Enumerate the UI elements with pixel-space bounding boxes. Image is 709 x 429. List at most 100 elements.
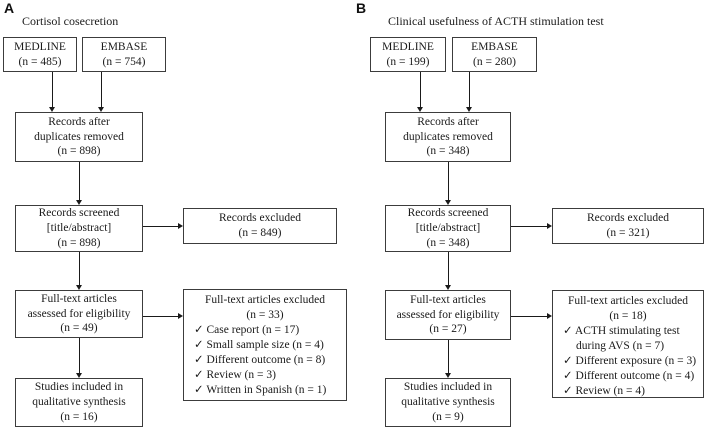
exclusion-reason: ✓ ACTH stimulating test during AVS (n = … (563, 324, 680, 352)
check-icon: ✓ (194, 338, 204, 351)
arrow-down-icon (76, 200, 82, 205)
source-count: (n = 485) (18, 55, 62, 68)
arrow-down-icon (445, 285, 451, 290)
arrow-right-icon (178, 223, 183, 229)
check-icon: ✓ (194, 353, 204, 366)
box-count: (n = 49) (60, 322, 98, 335)
arrow-down-icon (466, 107, 472, 112)
check-icon: ✓ (194, 323, 204, 336)
panel-a-included-box: Studies included in qualitative synthesi… (15, 378, 143, 427)
panel-a-screened-box: Records screened [title/abstract] (n = 8… (15, 205, 143, 252)
arrow-line (420, 72, 421, 107)
box-line: Studies included in (34, 381, 124, 394)
panel-a-fulltext-assessed-box: Full-text articles assessed for eligibil… (15, 290, 143, 338)
box-count: (n = 9) (432, 410, 464, 423)
arrow-line (469, 72, 470, 107)
box-count: (n = 849) (238, 227, 282, 239)
panel-b-fulltext-excluded-box: Full-text articles excluded (n = 18) ✓ A… (552, 290, 704, 398)
arrow-line (143, 226, 178, 227)
box-count: (n = 348) (426, 236, 470, 249)
box-line: Records excluded (586, 212, 670, 225)
box-line: Full-text articles excluded (204, 294, 326, 306)
arrow-line (448, 162, 449, 200)
panel-b-medline-box: MEDLINE (n = 199) (370, 37, 446, 72)
panel-b-screened-box: Records screened [title/abstract] (n = 3… (385, 205, 511, 252)
box-line: Full-text articles (410, 293, 486, 306)
panel-b-fulltext-assessed-box: Full-text articles assessed for eligibil… (385, 290, 511, 340)
check-icon: ✓ (563, 324, 573, 337)
arrow-line (448, 340, 449, 373)
arrow-down-icon (76, 373, 82, 378)
exclusion-reason: ✓ Different outcome (n = 4) (563, 369, 695, 382)
source-name: MEDLINE (382, 40, 434, 53)
check-icon: ✓ (194, 383, 204, 396)
panel-a-duplicates-removed-box: Records after duplicates removed (n = 89… (15, 112, 143, 162)
check-icon: ✓ (563, 384, 573, 397)
arrow-line (79, 252, 80, 285)
panel-a-fulltext-excluded-box: Full-text articles excluded (n = 33) ✓ C… (183, 289, 347, 401)
arrow-right-icon (547, 313, 552, 319)
box-count: (n = 27) (429, 323, 467, 336)
arrow-line (79, 162, 80, 200)
arrow-line (511, 226, 547, 227)
box-count: (n = 898) (57, 145, 101, 158)
arrow-down-icon (445, 373, 451, 378)
box-count: (n = 33) (246, 308, 284, 321)
arrow-right-icon (547, 223, 552, 229)
source-name: EMBASE (471, 40, 518, 53)
box-line: Records screened (38, 207, 120, 220)
box-line: duplicates removed (403, 130, 493, 143)
box-count: (n = 348) (426, 145, 470, 158)
arrow-right-icon (178, 313, 183, 319)
panel-a-label: A (4, 0, 15, 16)
check-icon: ✓ (563, 369, 573, 382)
box-line: qualitative synthesis (401, 396, 495, 409)
panel-a-title: Cortisol cosecretion (22, 14, 119, 28)
panel-b-records-excluded-box: Records excluded (n = 321) (552, 208, 704, 244)
exclusion-reason: ✓ Different exposure (n = 3) (563, 354, 697, 367)
source-name: EMBASE (100, 40, 148, 53)
check-icon: ✓ (563, 354, 573, 367)
box-count: (n = 16) (60, 410, 98, 423)
box-line: assessed for eligibility (27, 307, 131, 320)
arrow-down-icon (76, 285, 82, 290)
source-count: (n = 199) (386, 55, 430, 68)
box-count: (n = 898) (57, 236, 101, 249)
exclusion-reason: ✓ Review (n = 3) (194, 368, 276, 381)
panel-b-embase-box: EMBASE (n = 280) (452, 37, 537, 72)
panel-a-medline-box: MEDLINE (n = 485) (3, 37, 77, 72)
box-line: qualitative synthesis (32, 396, 126, 409)
arrow-line (511, 316, 547, 317)
arrow-down-icon (98, 107, 104, 112)
source-name: MEDLINE (14, 40, 66, 53)
box-line: Full-text articles (41, 292, 117, 305)
panel-b-duplicates-removed-box: Records after duplicates removed (n = 34… (385, 112, 511, 162)
box-count: (n = 321) (606, 227, 650, 239)
source-count: (n = 754) (102, 55, 146, 68)
panel-b-label: B (356, 0, 367, 16)
box-line: [title/abstract] (46, 222, 112, 235)
arrow-down-icon (445, 200, 451, 205)
exclusion-reason: ✓ Review (n = 4) (563, 384, 645, 397)
arrow-line (52, 72, 53, 107)
panel-a-embase-box: EMBASE (n = 754) (82, 37, 166, 72)
exclusion-reason: ✓ Different outcome (n = 8) (194, 353, 326, 366)
box-line: Records after (417, 115, 479, 128)
box-line: Records excluded (218, 212, 302, 225)
panel-a-records-excluded-box: Records excluded (n = 849) (183, 208, 337, 244)
exclusion-reason: ✓ Written in Spanish (n = 1) (194, 383, 327, 396)
box-line: Records screened (407, 207, 489, 220)
check-icon: ✓ (194, 368, 204, 381)
box-line: [title/abstract] (415, 222, 481, 235)
box-line: Records after (48, 115, 110, 128)
panel-b-title: Clinical usefulness of ACTH stimulation … (388, 14, 604, 28)
box-count: (n = 18) (609, 309, 647, 322)
arrow-line (448, 252, 449, 285)
exclusion-reason: ✓ Case report (n = 17) (194, 323, 300, 336)
panel-b-included-box: Studies included in qualitative synthesi… (385, 378, 511, 427)
arrow-down-icon (417, 107, 423, 112)
arrow-down-icon (49, 107, 55, 112)
arrow-line (101, 72, 102, 107)
source-count: (n = 280) (473, 55, 516, 68)
